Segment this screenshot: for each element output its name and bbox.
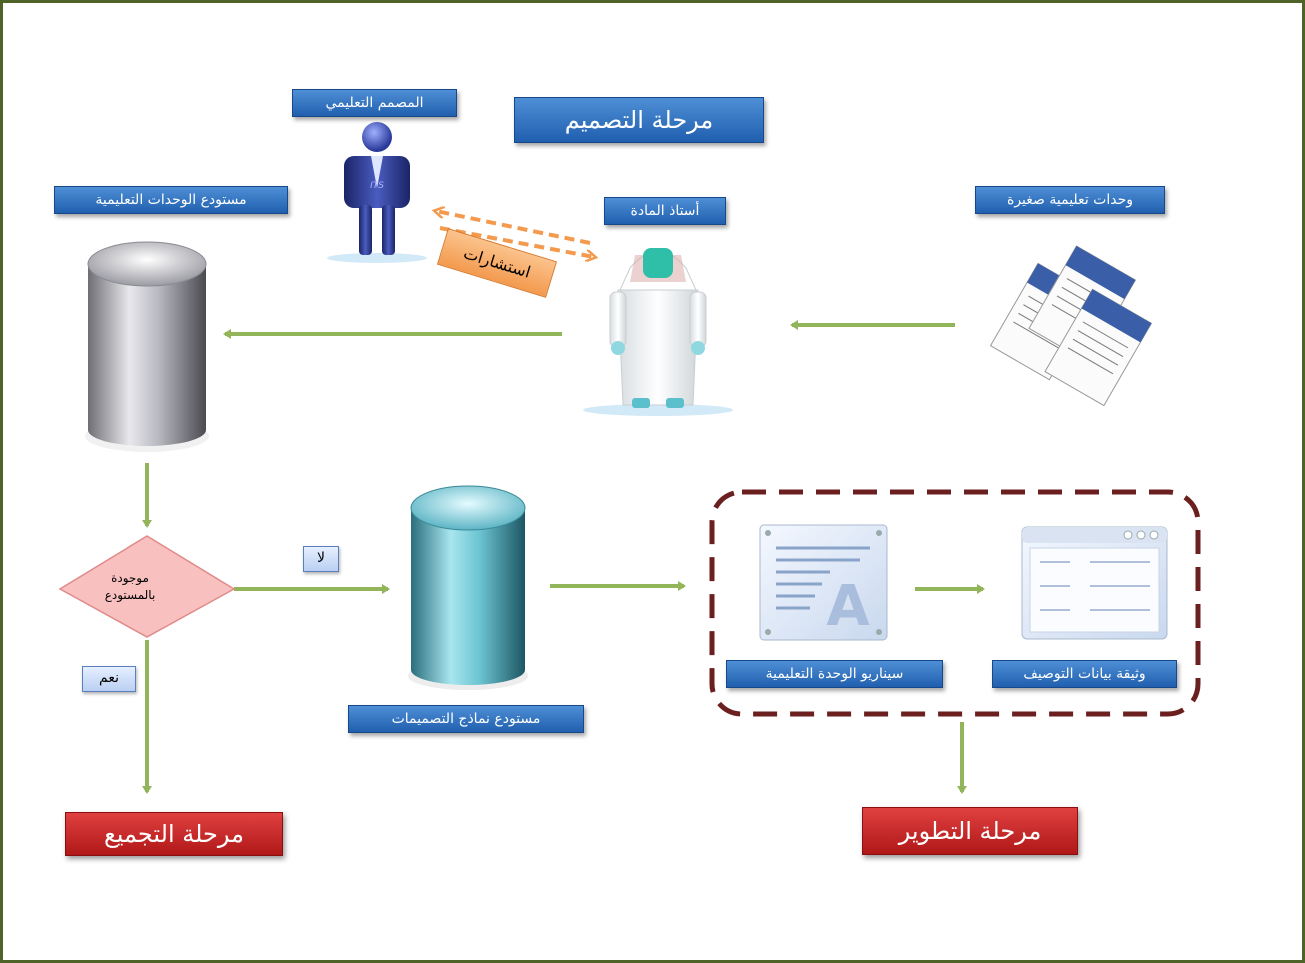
decision-label: موجودة بالمستودع xyxy=(104,571,156,602)
database-silver-icon xyxy=(85,241,209,452)
person-suit-icon: ITS xyxy=(327,122,427,263)
text-document-icon: A xyxy=(759,524,888,641)
window-form-icon xyxy=(1021,526,1168,640)
design-templates-repository-label: مستودع نماذج التصميمات xyxy=(348,705,584,733)
assembly-phase-title: مرحلة التجميع xyxy=(65,812,283,856)
description-data-document-label: وثيقة بيانات التوصيف xyxy=(992,660,1177,688)
development-phase-title: مرحلة التطوير xyxy=(862,807,1078,855)
documents-icon xyxy=(989,245,1153,407)
development-inputs-group xyxy=(709,489,1201,717)
design-phase-title: مرحلة التصميم xyxy=(514,97,764,143)
instructional-designer-label: المصمم التعليمي xyxy=(292,89,457,117)
person-thobe-icon xyxy=(583,248,733,416)
database-cyan-icon xyxy=(408,485,528,690)
scenario-letter: A xyxy=(826,574,870,639)
decision-diamond xyxy=(58,535,236,638)
no-label: لا xyxy=(303,546,339,572)
yes-label: نعم xyxy=(82,666,136,692)
learning-units-repository-label: مستودع الوحدات التعليمية xyxy=(54,186,288,214)
consult-arrow-to-teacher xyxy=(439,226,594,257)
learning-unit-scenario-label: سيناريو الوحدة التعليمية xyxy=(726,660,943,688)
designer-tie-logo: ITS xyxy=(370,181,384,191)
subject-teacher-label: أستاذ المادة xyxy=(604,197,726,225)
small-learning-units-label: وحدات تعليمية صغيرة xyxy=(975,186,1165,214)
consult-arrow-to-designer xyxy=(436,211,591,245)
